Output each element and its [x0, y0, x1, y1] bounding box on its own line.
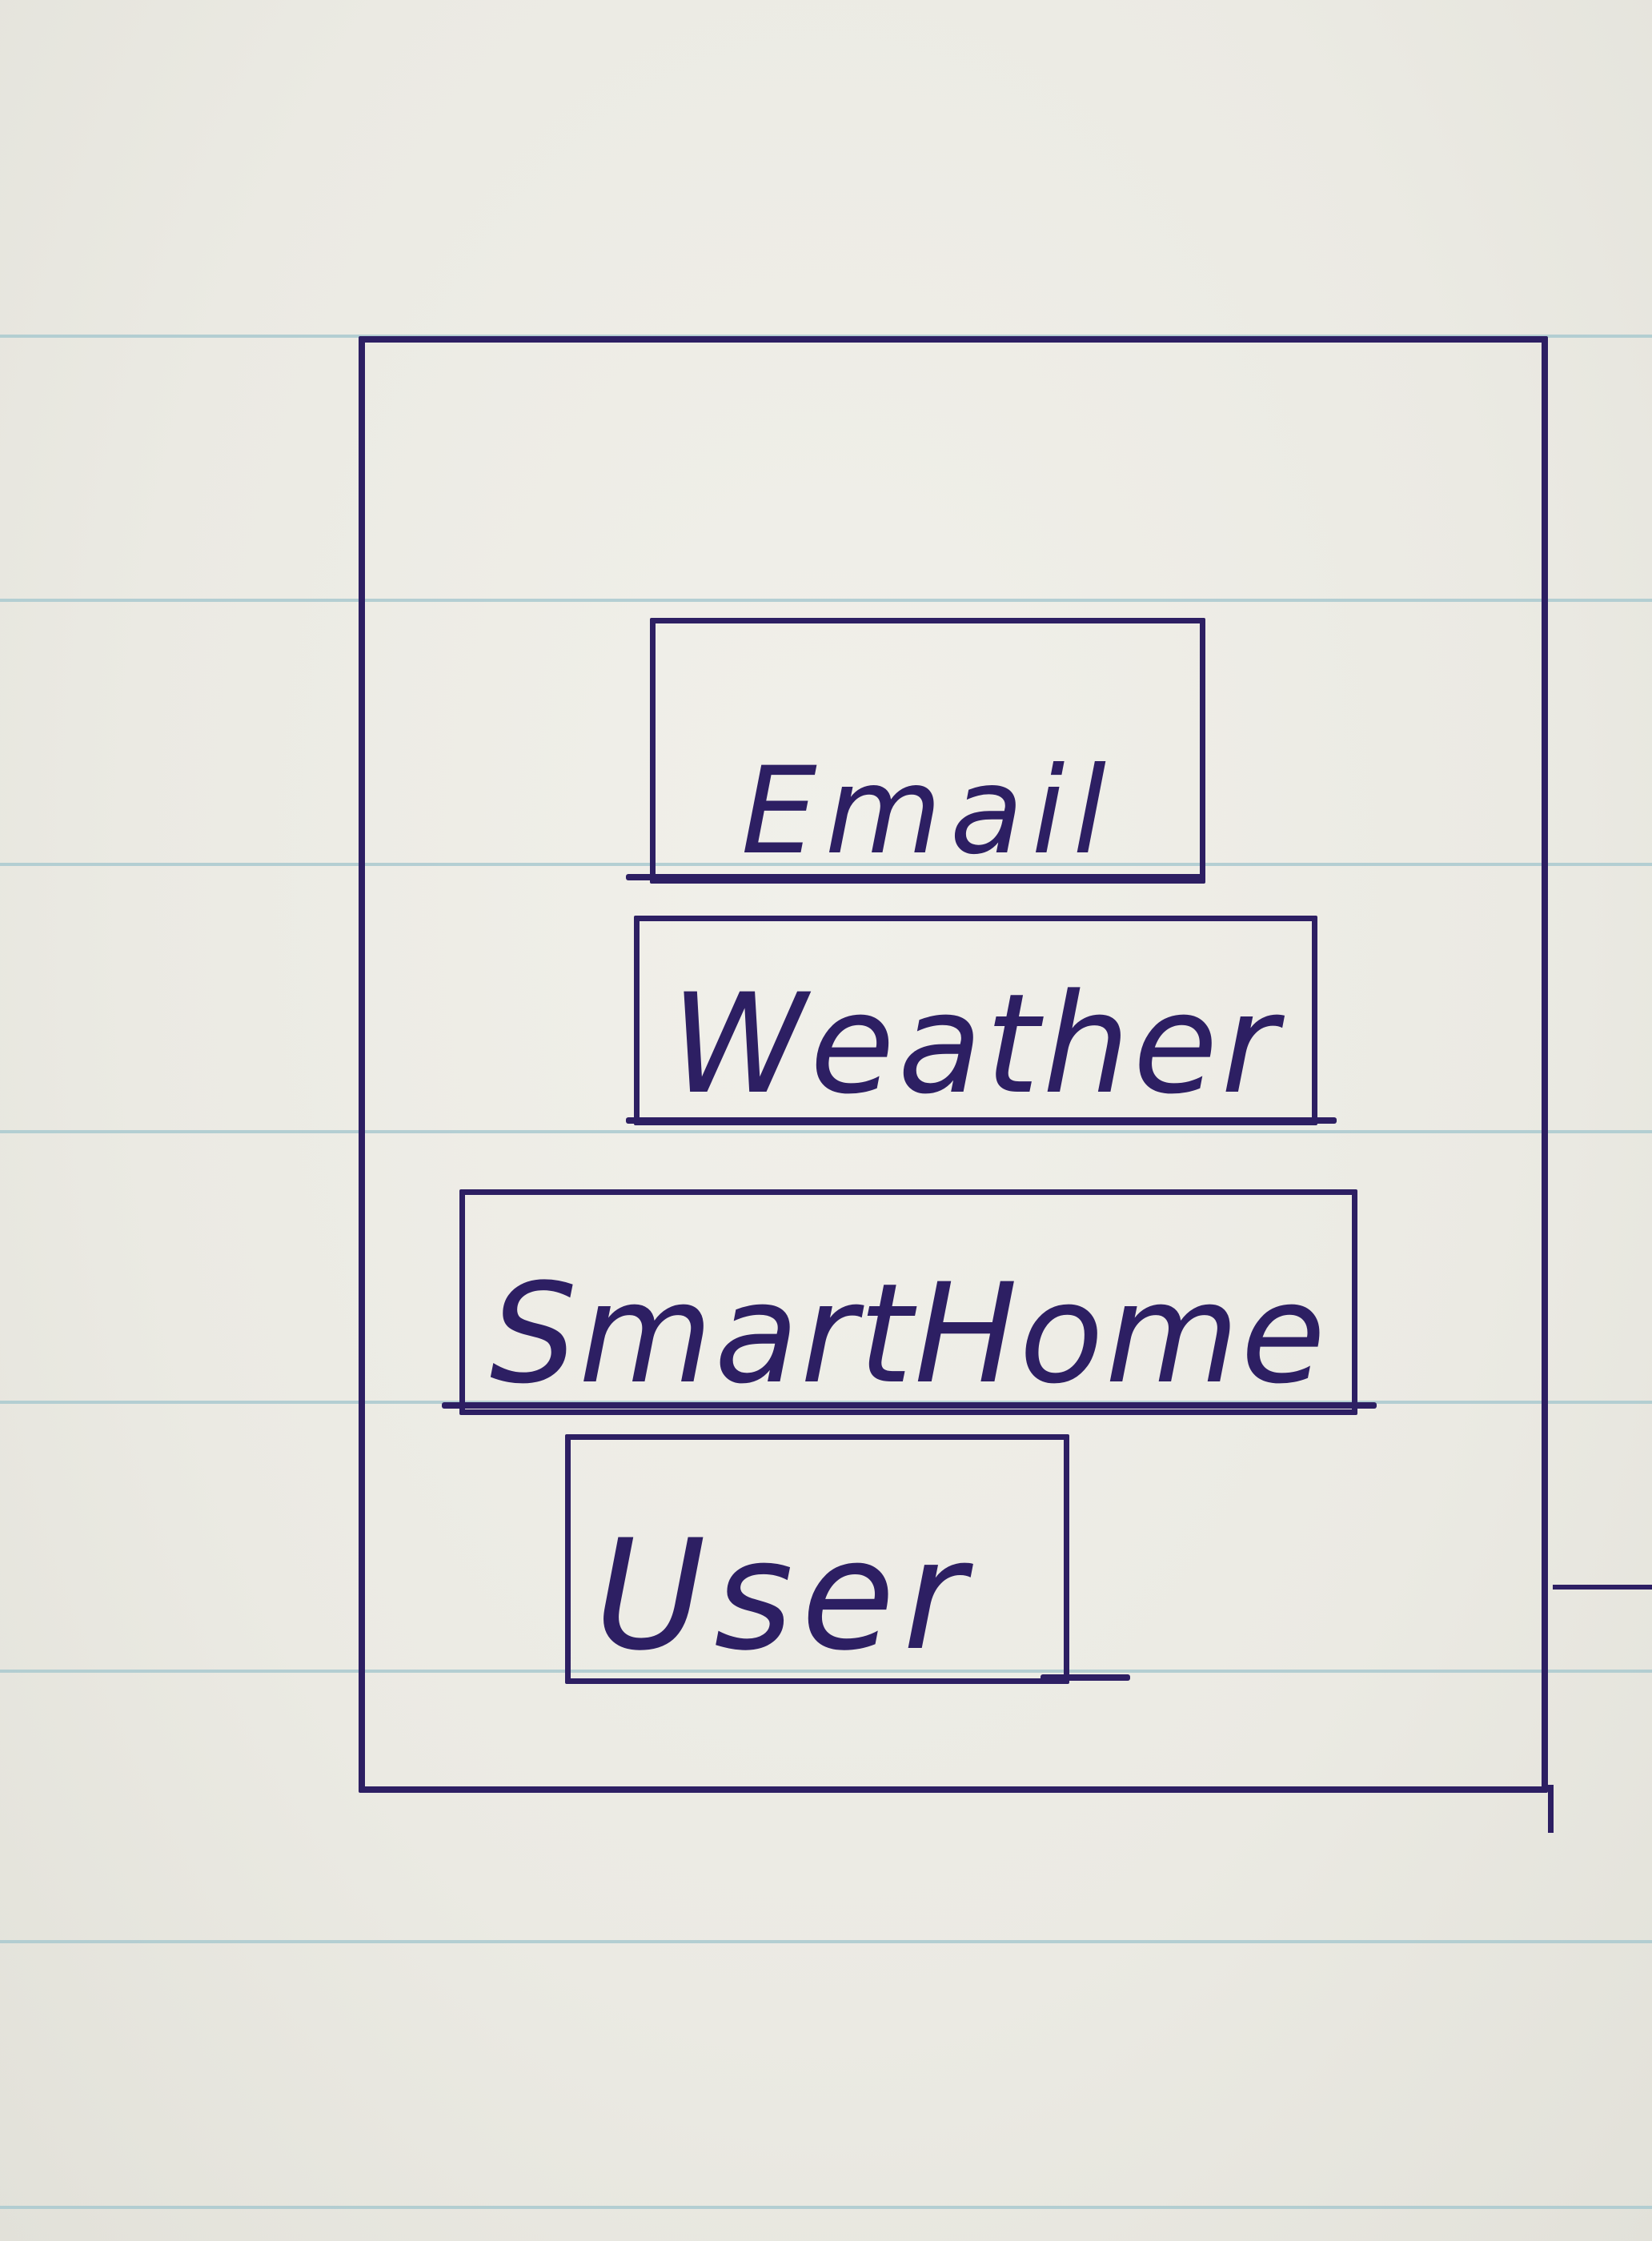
ruled-line	[0, 863, 1652, 866]
email-button-underline	[626, 874, 1205, 880]
smarthome-button-underline	[442, 1402, 1377, 1409]
user-button-label: User	[595, 1507, 974, 1684]
ruled-line	[0, 1670, 1652, 1673]
weather-button-label: Weather	[670, 964, 1281, 1125]
frame-edge-stroke	[1548, 1785, 1554, 1833]
smarthome-button[interactable]: SmartHome	[459, 1189, 1357, 1415]
weather-button[interactable]: Weather	[634, 916, 1317, 1125]
ruled-line	[0, 1940, 1652, 1943]
email-button[interactable]: Email	[650, 618, 1205, 884]
ruled-line	[0, 599, 1652, 602]
frame-connector-line	[1553, 1585, 1652, 1590]
user-button-underline	[1041, 1674, 1130, 1681]
smarthome-button-label: SmartHome	[489, 1253, 1328, 1414]
email-button-label: Email	[740, 742, 1115, 881]
user-button[interactable]: User	[565, 1434, 1069, 1684]
app-window-frame	[359, 336, 1548, 1793]
ruled-line	[0, 1130, 1652, 1133]
ruled-line	[0, 2206, 1652, 2209]
weather-button-underline	[626, 1117, 1337, 1124]
